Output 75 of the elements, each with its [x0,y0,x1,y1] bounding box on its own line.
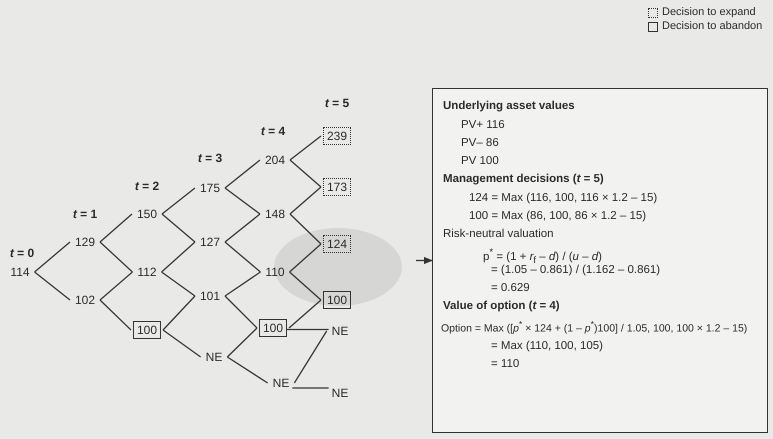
branch-line [100,300,132,330]
time-label: t = 4 [260,124,286,138]
branch-line [226,328,258,358]
time-label: t = 2 [134,179,160,193]
branch-line [288,300,322,328]
info-panel [432,88,768,433]
section-heading: Value of option (t = 4) [443,299,560,314]
branch-line [161,271,196,297]
branch-line [162,187,196,215]
branch-line [289,272,322,300]
value-label: NE [328,323,352,339]
branch-line [290,135,322,161]
value-label: 102 [72,292,98,308]
value-label: 204 [262,152,288,168]
branch-line [100,272,133,300]
branch-line [289,244,322,272]
value-label: 148 [262,206,288,222]
branch-line [294,330,328,384]
formula-text: 124 = Max (116, 100, 116 × 1.2 – 15) [469,191,658,206]
section-heading: Management decisions (t = 5) [443,172,604,187]
formula-text: 100 = Max (86, 100, 86 × 1.2 – 15) [469,209,646,224]
expand-decision-box: 124 [322,235,352,253]
value-label: 101 [196,288,224,304]
branch-line [290,214,322,244]
section-heading: Underlying asset values [443,99,575,114]
time-label: t = 3 [198,151,222,165]
formula-text: PV 100 [461,154,499,169]
formula-text: = 0.629 [491,281,530,296]
value-label: 175 [196,180,224,196]
formula-text: Option = Max ([p$^{*}$ × 124 + (1 – p$^{*}$)100] / 1.05, 100, 100 × 1.2 – 15) [441,318,748,336]
time-label: t = 1 [72,207,98,221]
branch-line [226,356,268,384]
branch-line [224,296,258,328]
abandon-decision-box: 100 [132,321,162,339]
branch-line [100,214,132,242]
value-label: NE [202,349,226,365]
branch-line [34,242,70,272]
time-label: t = 5 [324,96,350,110]
branch-line [290,160,322,188]
time-label: t = 0 [10,246,34,260]
branch-line [224,160,260,188]
value-label: 129 [72,234,98,250]
branch-line [162,329,202,358]
expand-decision-box: 173 [322,178,352,196]
branch-line [290,186,322,214]
formula-text: PV+ 116 [461,118,505,133]
formula-text: = (1.05 – 0.861) / (1.162 – 0.861) [491,263,660,278]
branch-line [100,242,133,272]
branch-line [224,271,261,297]
expand-decision-box: 239 [322,127,352,145]
branch-line [292,387,329,389]
branch-line [224,242,261,272]
arrow [416,256,433,264]
legend-text: Decision to abandon [662,20,762,32]
value-label: 150 [134,206,160,222]
branch-line [224,187,260,215]
value-label: 110 [262,264,288,280]
value-label: 114 [7,264,33,280]
formula-text: = 110 [491,357,520,372]
branch-line [34,272,70,300]
branch-line [162,214,196,242]
abandon-decision-box: 100 [258,319,288,337]
value-label: NE [328,385,352,401]
formula-text: PV– 86 [461,136,499,151]
formula-text: Risk-neutral valuation [443,227,554,242]
branch-line [224,214,260,242]
value-label: 112 [134,264,160,280]
value-label: 127 [196,234,224,250]
branch-line [287,328,329,330]
value-label: NE [270,375,292,391]
legend-text: Decision to expand [662,6,756,18]
branch-line [162,296,196,330]
abandon-decision-box: 100 [322,291,352,309]
formula-text: = Max (110, 100, 105) [491,339,603,354]
branch-line [161,242,196,272]
